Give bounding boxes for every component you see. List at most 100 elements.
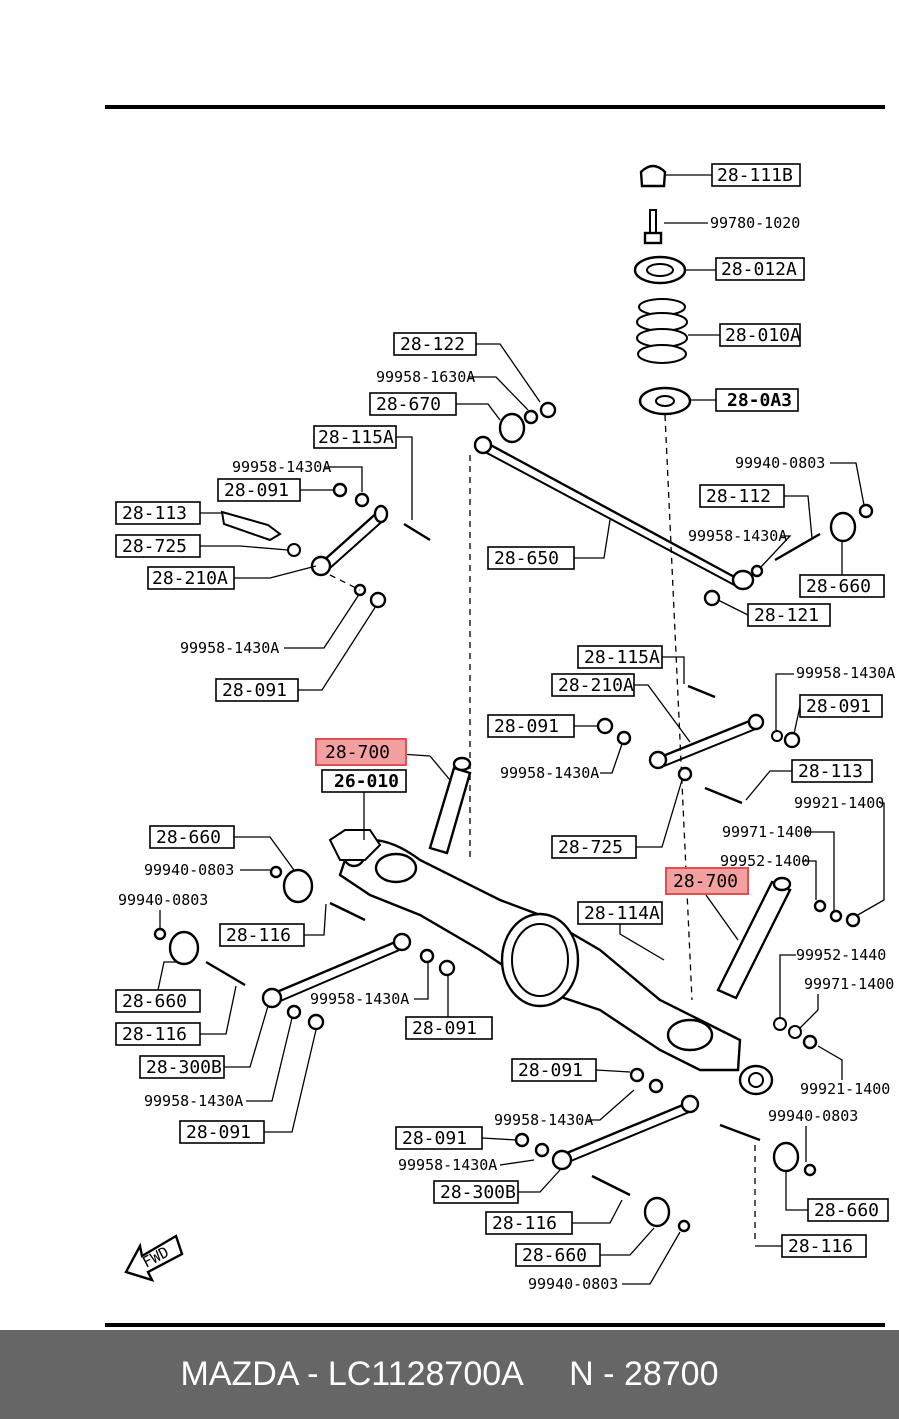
callout-99958-1430A: 99958-1430A: [500, 743, 623, 782]
callout-28-660: 28-660: [515, 1227, 655, 1267]
callout-label: 28-091: [402, 1128, 467, 1149]
callout-28-091: 28-091: [793, 694, 883, 735]
callout-label: 28-210A: [558, 675, 634, 696]
bolt-part: [643, 209, 708, 245]
lower-arm-left-part: [153, 865, 456, 1031]
callout-label: 99780-1020: [710, 214, 800, 232]
callout-28-121: 28-121: [717, 599, 831, 627]
bump-stopper-part: [639, 164, 712, 188]
callout-28-725: 28-725: [115, 534, 289, 558]
callout-28-112: 28-112: [699, 484, 813, 539]
callout-label: 28-113: [798, 761, 863, 782]
callout-label: 28-300B: [146, 1057, 222, 1078]
callout-label: 28-300B: [440, 1182, 516, 1203]
callout-99940-0803: 99940-0803: [735, 454, 865, 506]
callout-label: 28-115A: [318, 427, 394, 448]
callout-28-091: 28-091: [511, 1058, 631, 1082]
lateral-rod-part: [473, 435, 755, 591]
callout-28-012A: 28-012A: [715, 257, 805, 281]
callout-28-700-highlighted[interactable]: 28-700: [665, 867, 749, 895]
callout-label: 99921-1400: [794, 794, 884, 812]
callout-label: 28-091: [222, 680, 287, 701]
callout-label: 28-116: [788, 1236, 853, 1257]
callout-28-300B: 28-300B: [433, 1169, 561, 1204]
callout-28-113: 28-113: [745, 759, 873, 801]
callout-label: 28-114A: [584, 903, 660, 924]
callout-label: 99940-0803: [144, 861, 234, 879]
callout-99958-1630A: 99958-1630A: [376, 368, 529, 411]
callout-28-091: 28-091: [487, 714, 598, 738]
callout-label: 28-700: [673, 871, 738, 892]
callout-99780-1020: 99780-1020: [710, 214, 800, 232]
callout-label: 28-650: [494, 548, 559, 569]
callout-99940-0803: 99940-0803: [144, 861, 270, 879]
callout-label: 99958-1430A: [500, 764, 599, 782]
callout-label: 99921-1400: [800, 1080, 890, 1098]
left-upper-arm-part: [220, 482, 431, 609]
callout-label: 28-112: [706, 486, 771, 507]
callout-label: 28-660: [806, 576, 871, 597]
callout-28-115A: 28-115A: [577, 645, 685, 684]
callout-28-091: 28-091: [217, 478, 334, 502]
axle-housing-part: [328, 829, 774, 1096]
callout-label: 99952-1400: [720, 852, 810, 870]
callout-99971-1400: 99971-1400: [722, 823, 835, 912]
callout-label: 99958-1430A: [232, 458, 331, 476]
callout-99958-1430A: 99958-1430A: [180, 595, 359, 657]
callout-99958-1430A: 99958-1430A: [232, 458, 363, 492]
right-upper-bushing-part: [703, 503, 874, 607]
callout-label: 99940-0803: [118, 891, 208, 909]
callout-28-660: 28-660: [799, 542, 885, 598]
coil-spring-part: [636, 298, 720, 364]
callout-label: 28-660: [156, 827, 221, 848]
callout-label: 99971-1400: [804, 975, 894, 993]
callout-28-116: 28-116: [485, 1199, 623, 1235]
callout-label: 28-091: [518, 1060, 583, 1081]
callout-label: 99940-0803: [768, 1107, 858, 1125]
right-middle-arm-part: [596, 684, 801, 805]
callout-28-091: 28-091: [395, 1126, 517, 1150]
callout-28-650: 28-650: [487, 519, 611, 570]
fwd-arrow-icon: FWD: [124, 1234, 184, 1282]
callout-label: 28-115A: [584, 647, 660, 668]
callout-99958-1430A: 99958-1430A: [310, 962, 429, 1008]
callout-99940-0803: 99940-0803: [118, 891, 208, 928]
callout-label: 28-121: [754, 605, 819, 626]
callout-label: 28-670: [376, 394, 441, 415]
callout-28-091: 28-091: [179, 1029, 317, 1144]
callout-28-700-highlighted[interactable]: 28-700: [315, 738, 407, 766]
callout-label: 99940-0803: [528, 1275, 618, 1293]
callout-28-0A3: 28-0A3: [715, 388, 799, 412]
parts-diagram: 28-111B 99780-1020 28-012A 28-010A 28-0A…: [105, 105, 895, 1327]
callout-28-210A: 28-210A: [147, 565, 317, 590]
callout-99958-1430A: 99958-1430A: [494, 1089, 635, 1129]
callout-label: 28-725: [122, 536, 187, 557]
spring-seat-lower-part: [638, 386, 716, 416]
callout-28-210A: 28-210A: [551, 673, 691, 743]
callout-28-725: 28-725: [551, 779, 683, 859]
callout-label: 99958-1430A: [398, 1156, 497, 1174]
callout-label: 99958-1430A: [688, 527, 787, 545]
callout-99958-1430A: 99958-1430A: [775, 664, 895, 730]
callout-label: 28-116: [492, 1213, 557, 1234]
callout-28-111B: 28-111B: [711, 163, 801, 187]
callout-label: 28-091: [412, 1018, 477, 1039]
callout-label: 99958-1430A: [144, 1092, 243, 1110]
callout-28-115A: 28-115A: [313, 425, 413, 520]
callout-28-122: 28-122: [393, 332, 541, 403]
callout-26-010: 26-010: [321, 769, 407, 840]
callout-label: 28-0A3: [727, 390, 792, 411]
callout-label: 99958-1630A: [376, 368, 475, 386]
callout-label: 28-116: [122, 1024, 187, 1045]
callout-label: 28-012A: [721, 259, 797, 280]
spring-seat-upper-part: [633, 255, 716, 285]
footer-part-number: MAZDA - LC1128700A N - 28700: [180, 1355, 719, 1393]
callout-28-113: 28-113: [115, 501, 222, 525]
shock-absorber-left-part: [399, 753, 472, 855]
callout-label: 99952-1440: [796, 946, 886, 964]
callout-28-116: 28-116: [219, 903, 327, 947]
callout-28-670: 28-670: [369, 392, 501, 421]
callout-99952-1400: 99952-1400: [720, 852, 817, 900]
callout-28-116: 28-116: [115, 985, 237, 1046]
callout-label: 28-210A: [152, 568, 228, 589]
